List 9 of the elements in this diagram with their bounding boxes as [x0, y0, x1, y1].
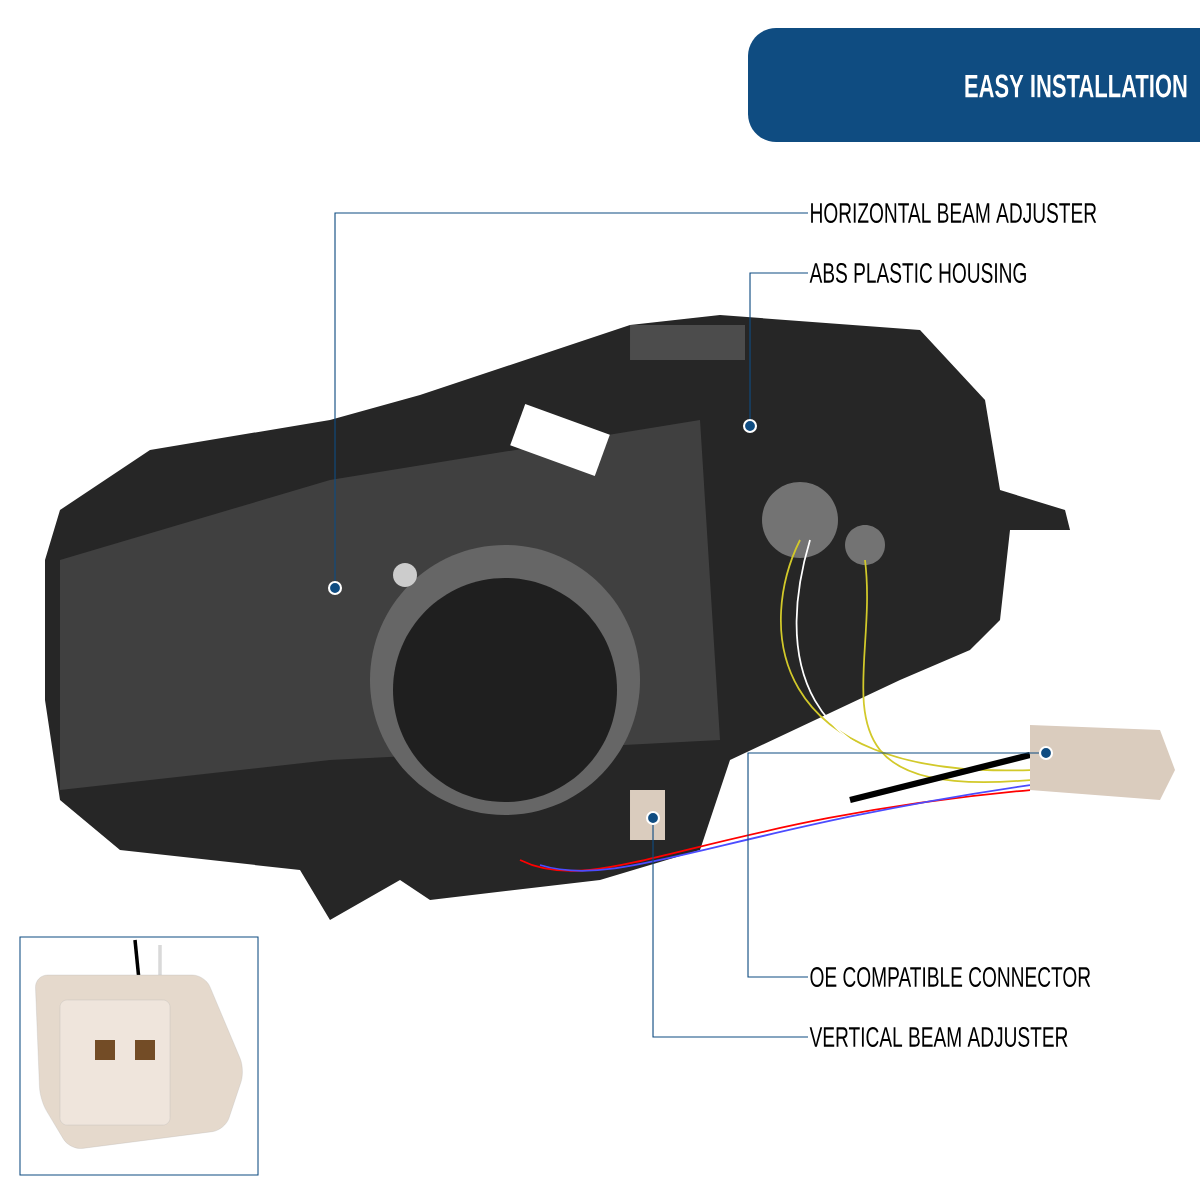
callout-label: ABS PLASTIC HOUSING	[809, 263, 1026, 283]
callout-label: HORIZONTAL BEAM ADJUSTER	[811, 203, 1097, 223]
leader-line	[334, 212, 809, 582]
leader-line	[652, 824, 809, 1038]
callout-label: OE COMPATIBLE CONNECTOR	[810, 967, 1091, 987]
callout-label: VERTICAL BEAM ADJUSTER	[809, 1027, 1068, 1047]
leader-line	[747, 752, 1040, 978]
title-banner: EASY INSTALLATION	[748, 28, 1200, 142]
leader-line	[749, 272, 809, 420]
